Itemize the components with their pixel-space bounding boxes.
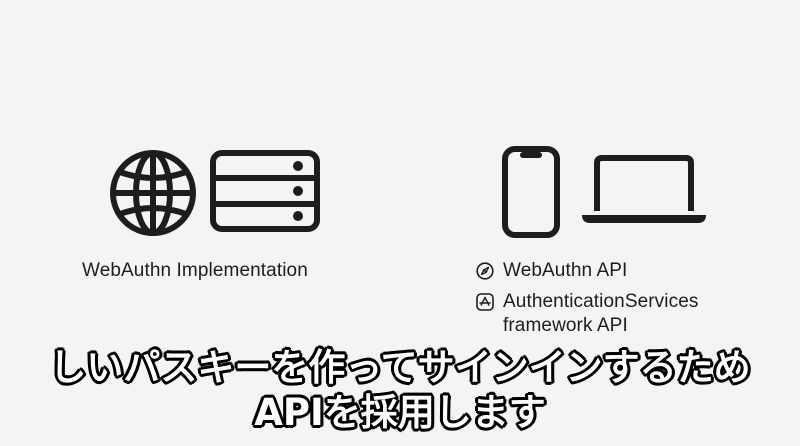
- webauthn-api-label: WebAuthn API: [503, 260, 628, 281]
- safari-compass-icon: [476, 262, 494, 280]
- framework-api-label: framework API: [503, 315, 628, 336]
- subtitle-line-1: しいパスキーを作ってサインインするため: [49, 346, 751, 389]
- webauthn-implementation-label: WebAuthn Implementation: [82, 260, 308, 281]
- iphone-icon: [502, 146, 560, 238]
- app-store-icon: [476, 293, 494, 311]
- server-icon: [210, 150, 320, 232]
- globe-icon: [110, 150, 196, 236]
- subtitle-line-2: APIを採用します: [254, 391, 546, 434]
- authentication-services-label: AuthenticationServices: [503, 291, 699, 312]
- macbook-icon: [582, 155, 706, 223]
